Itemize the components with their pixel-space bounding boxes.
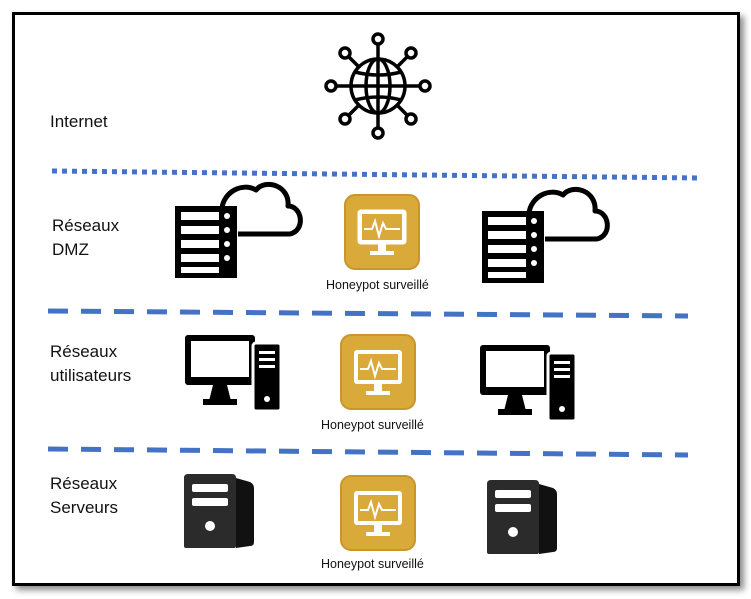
zone-label-dmz: Réseaux DMZ <box>52 216 120 259</box>
server-tower-icon <box>487 480 557 554</box>
zone-label-internet: Internet <box>50 112 108 131</box>
honeypot-caption: Honeypot surveillé <box>321 557 424 571</box>
desktop-computer-icon <box>480 345 578 423</box>
zone-label-users: Réseaux utilisateurs <box>50 342 132 385</box>
desktop-computer-icon <box>185 335 283 413</box>
honeypot-caption: Honeypot surveillé <box>326 278 429 292</box>
separator-dmz-users <box>47 308 689 319</box>
server-tower-icon <box>184 474 254 548</box>
honeypot-icon <box>344 194 420 270</box>
globe-network-icon <box>324 32 432 140</box>
zone-label-servers: Réseaux Serveurs <box>50 474 119 517</box>
separator-users-servers <box>47 446 689 458</box>
separator-internet-dmz <box>51 168 701 181</box>
server-cloud-icon <box>482 187 610 283</box>
honeypot-icon <box>340 334 416 410</box>
honeypot-caption: Honeypot surveillé <box>321 418 424 432</box>
server-cloud-icon <box>175 182 303 278</box>
honeypot-icon <box>340 475 416 551</box>
